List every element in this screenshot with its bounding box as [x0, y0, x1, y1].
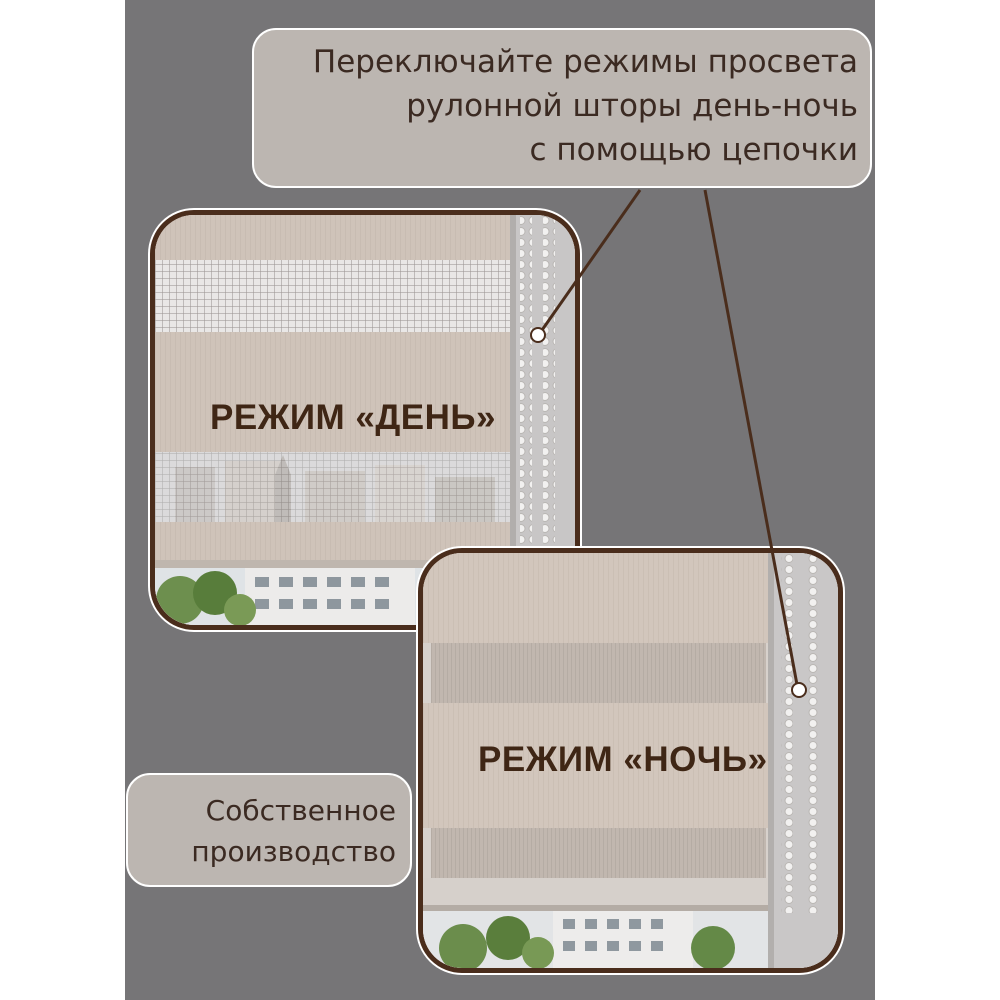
night-mode-label: РЕЖИМ «НОЧЬ»	[478, 740, 768, 779]
caption-line-1: Переключайте режимы просвета	[312, 44, 858, 80]
night-mode-panel: РЕЖИМ «НОЧЬ»	[418, 548, 843, 973]
badge-line-1: Собственное	[205, 794, 396, 827]
day-mode-label: РЕЖИМ «ДЕНЬ»	[210, 398, 496, 437]
caption-line-2: рулонной шторы день-ночь	[406, 88, 858, 124]
caption-line-3: с помощью цепочки	[529, 132, 859, 168]
own-production-badge: Собственное производство	[126, 773, 412, 887]
badge-line-2: производство	[191, 835, 396, 868]
instruction-caption: Переключайте режимы просвета рулонной шт…	[252, 28, 872, 188]
